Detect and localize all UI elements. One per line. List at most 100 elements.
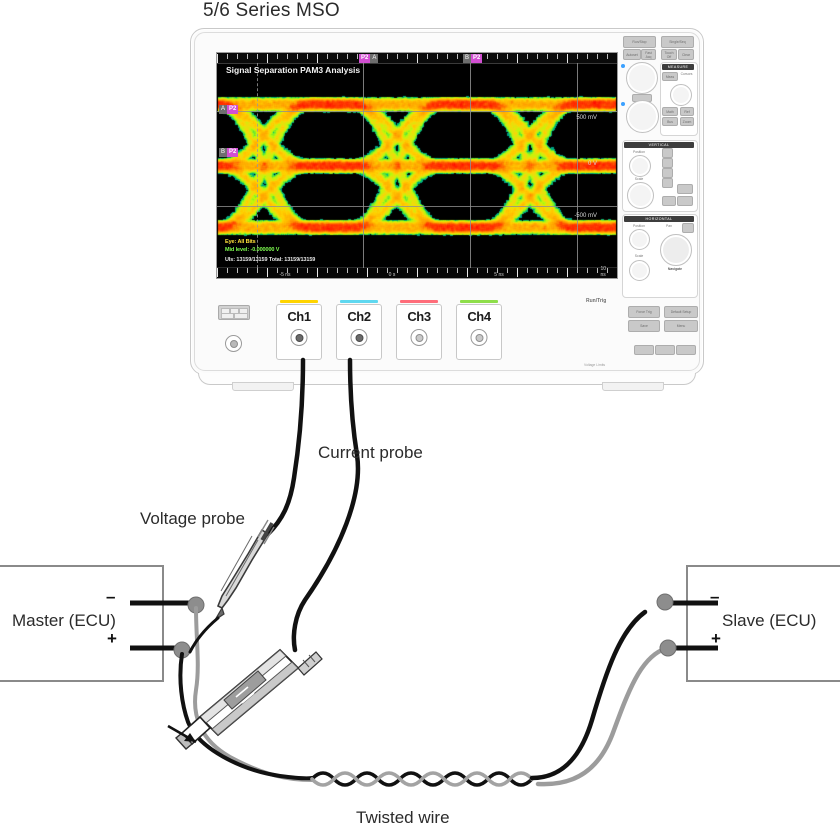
math-button[interactable]: Math xyxy=(662,107,678,116)
ruler-tick xyxy=(567,54,568,63)
cursor-badge-b-top[interactable]: BP2 xyxy=(463,54,482,63)
autoset-button[interactable]: Autoset xyxy=(623,49,641,60)
usb-slot-5 xyxy=(234,313,248,319)
channel-3-select-button[interactable] xyxy=(662,168,673,178)
slave-negative-wire xyxy=(532,612,645,778)
ruler-tick xyxy=(227,54,228,59)
meas-button[interactable]: Meas xyxy=(662,72,678,81)
ruler-tick xyxy=(247,268,248,273)
cursor-badge-b-left[interactable]: BP2 xyxy=(219,148,238,157)
clear-button[interactable]: Clear xyxy=(678,49,694,60)
ruler-tick xyxy=(427,268,428,273)
master-positive-wire-to-pair xyxy=(180,654,312,778)
slave-positive-terminal-label: + xyxy=(711,629,721,649)
time-label-2: 5 ns xyxy=(494,272,503,278)
slave-negative-node xyxy=(657,594,673,610)
ruler-tick xyxy=(217,268,218,277)
zoom-button[interactable]: Zoom xyxy=(680,117,694,126)
ruler-tick xyxy=(607,54,608,59)
cursor-badge-a-left[interactable]: AP2 xyxy=(219,105,238,114)
horizontal-scale-knob[interactable] xyxy=(629,260,650,281)
navigate-knob[interactable] xyxy=(660,234,692,266)
aux-out-connector[interactable] xyxy=(225,335,242,352)
channel-1-select-button[interactable] xyxy=(662,148,673,158)
channel-1-bnc[interactable] xyxy=(291,329,308,346)
ruler-tick xyxy=(377,268,378,273)
channel-3-bnc[interactable] xyxy=(411,329,428,346)
channel-4-bnc[interactable] xyxy=(471,329,488,346)
voltage-probe-label: Voltage probe xyxy=(140,509,245,529)
save-button[interactable]: Save xyxy=(628,320,660,332)
cursor-badge-a-top[interactable]: P2A xyxy=(359,54,378,63)
horizontal-scale-label: Scale xyxy=(626,254,652,258)
measure-side-label: Cursors xyxy=(678,72,695,76)
multipurpose-knob-b[interactable] xyxy=(626,100,659,133)
cursor-a-vertical[interactable] xyxy=(257,63,258,268)
cursor-b-horizontal[interactable] xyxy=(217,206,617,207)
vertical-scale-knob[interactable] xyxy=(627,182,654,209)
usb-port-block[interactable] xyxy=(218,305,250,320)
vertical-aux-button-2[interactable] xyxy=(677,196,693,206)
channel-2-bnc[interactable] xyxy=(351,329,368,346)
channel-2-select-button[interactable] xyxy=(662,158,673,168)
slave-positive-wire xyxy=(538,650,662,784)
channel-4-color-bar xyxy=(460,300,498,303)
master-ecu-label: Master (ECU) xyxy=(12,611,116,631)
master-negative-node xyxy=(188,597,204,613)
default-setup-button[interactable]: Default Setup xyxy=(664,306,698,318)
current-probe-label: Current probe xyxy=(318,443,423,463)
ruler-tick xyxy=(357,268,358,273)
zoom-toggle-button[interactable] xyxy=(682,223,694,233)
ruler-tick xyxy=(437,54,438,59)
cursor-a-horizontal[interactable] xyxy=(217,111,617,112)
channel-1-connector[interactable]: Ch1 xyxy=(276,304,322,360)
ruler-tick xyxy=(447,54,448,59)
force-trig-button[interactable]: Force Trig xyxy=(628,306,660,318)
scope-display[interactable]: -5 ns0 s5 ns10 ns Signal Separation PAM3… xyxy=(216,52,618,279)
ruler-tick xyxy=(337,54,338,59)
twisted-wire-strand-b xyxy=(312,773,532,785)
menu-button[interactable]: Menu xyxy=(664,320,698,332)
bus-button[interactable]: Bus xyxy=(662,117,678,126)
run-trig-section-label: Run/Trig xyxy=(586,298,606,304)
cursors-knob[interactable] xyxy=(670,84,692,106)
horizontal-position-knob[interactable] xyxy=(629,229,650,250)
ruler-tick xyxy=(437,268,438,273)
fast-acq-button[interactable]: Fast Acq xyxy=(641,49,656,60)
time-label-0: -5 ns xyxy=(279,272,290,278)
vertical-aux-button-1[interactable] xyxy=(677,184,693,194)
trigger-button-2[interactable] xyxy=(655,345,675,355)
ruler-tick xyxy=(487,268,488,273)
twisted-wire-label: Twisted wire xyxy=(356,808,450,828)
trigger-button-1[interactable] xyxy=(634,345,654,355)
touch-off-button[interactable]: Touch Off xyxy=(661,49,677,60)
cursor-badge-b-top-label: B xyxy=(463,54,471,63)
channel-2-label: Ch2 xyxy=(337,309,381,324)
channel-3-label: Ch3 xyxy=(397,309,441,324)
vertical-more-button[interactable] xyxy=(662,196,676,206)
ruler-tick xyxy=(297,268,298,273)
channel-2-connector[interactable]: Ch2 xyxy=(336,304,382,360)
multipurpose-knob-a[interactable] xyxy=(626,62,658,94)
ruler-tick xyxy=(597,54,598,59)
horizontal-position-label: Position xyxy=(626,224,652,228)
ruler-tick xyxy=(217,54,218,63)
vertical-scale-label: Scale xyxy=(626,177,652,181)
scope-base xyxy=(190,373,702,389)
trigger-button-3[interactable] xyxy=(676,345,696,355)
channel-4-connector[interactable]: Ch4 xyxy=(456,304,502,360)
vertical-position-knob[interactable] xyxy=(629,155,651,177)
cursor-b-vertical[interactable] xyxy=(577,63,578,268)
ruler-tick xyxy=(497,54,498,59)
channel-3-connector[interactable]: Ch3 xyxy=(396,304,442,360)
run-stop-button[interactable]: Run/Stop xyxy=(623,36,656,48)
channel-4-select-button[interactable] xyxy=(662,178,673,188)
ruler-tick xyxy=(587,268,588,273)
single-seq-button[interactable]: Single/Seq xyxy=(661,36,694,48)
voltage-limits-warning: Voltage Limits xyxy=(584,363,605,367)
ref-button[interactable]: Ref xyxy=(680,107,694,116)
eye-diagram-canvas xyxy=(217,63,617,268)
master-positive-node xyxy=(174,642,190,658)
ruler-tick xyxy=(587,54,588,59)
ruler-tick xyxy=(537,54,538,59)
